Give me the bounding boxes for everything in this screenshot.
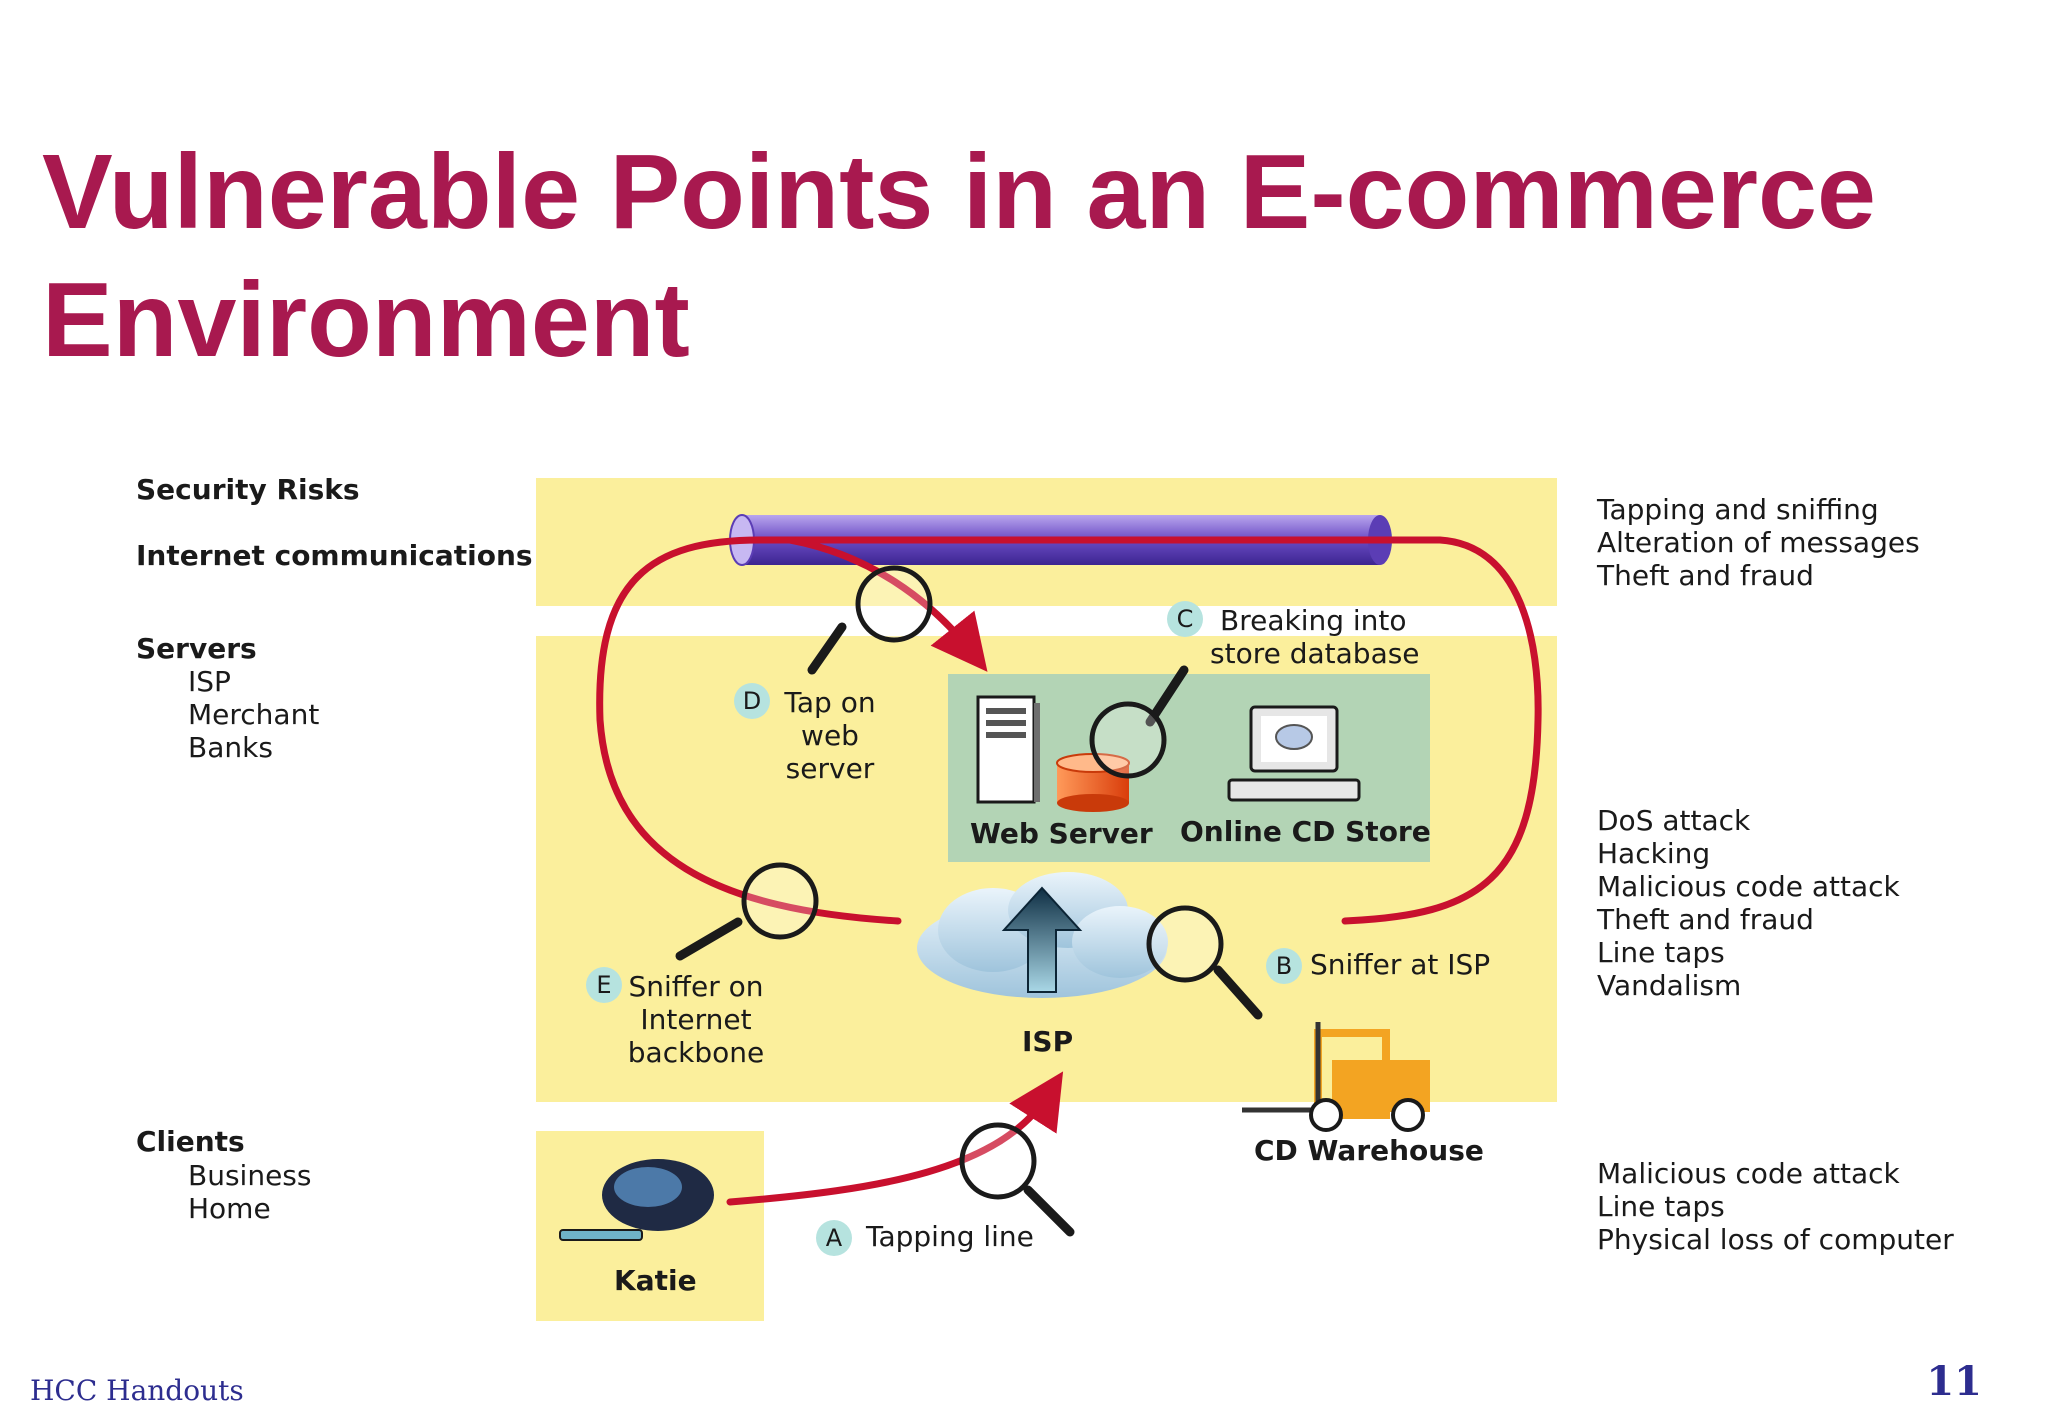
servers-item-isp: ISP [188, 665, 231, 698]
client-name-label: Katie [614, 1264, 697, 1297]
internet-risk-list: Tapping and sniffing Alteration of messa… [1597, 493, 1920, 592]
magnifier-icon [1146, 905, 1263, 1020]
footer-source: HCC Handouts [30, 1374, 244, 1407]
title-line-2: Environment [42, 261, 690, 379]
point-a-label: Tapping line [866, 1220, 1034, 1253]
point-a-marker: A [816, 1220, 852, 1256]
point-d-marker: D [734, 683, 770, 719]
magnifier-icon [675, 862, 819, 961]
title-line-1: Vulnerable Points in an E-commerce [42, 133, 1876, 251]
desktop-computer-icon [1227, 705, 1361, 802]
point-e-marker: E [586, 967, 622, 1003]
clients-label: Clients [136, 1125, 245, 1158]
client-risk-list: Malicious code attack Line taps Physical… [1597, 1157, 1954, 1256]
servers-item-banks: Banks [188, 731, 273, 764]
point-b-marker: B [1266, 948, 1302, 984]
risk-item: Theft and fraud [1597, 559, 1814, 592]
risk-item: DoS attack [1597, 804, 1751, 837]
point-c-label-line-1: Breaking into [1220, 604, 1407, 637]
internet-communications-label: Internet communications [136, 539, 533, 572]
magnifier-icon [959, 1122, 1075, 1237]
point-d-label-line-1: Tap on [784, 686, 876, 719]
point-b-label: Sniffer at ISP [1310, 948, 1491, 981]
server-risk-list: DoS attack Hacking Malicious code attack… [1597, 804, 1900, 1002]
security-risks-heading: Security Risks [136, 473, 360, 506]
risk-item: Tapping and sniffing [1597, 493, 1879, 526]
magnifier-icon [807, 565, 933, 675]
tower-server-icon [976, 695, 1040, 804]
online-store-label: Online CD Store [1180, 815, 1431, 848]
laptop-icon [559, 1159, 714, 1241]
point-e-label-line-3: backbone [627, 1036, 765, 1069]
point-c-marker: C [1167, 601, 1203, 637]
risk-item: Physical loss of computer [1597, 1223, 1954, 1256]
forklift-icon [1242, 1022, 1430, 1132]
cd-warehouse-label: CD Warehouse [1254, 1134, 1484, 1167]
data-path [596, 536, 1542, 1206]
point-d-label-line-3: server [785, 752, 875, 785]
page-title: Vulnerable Points in an E-commerce Envir… [42, 128, 2002, 384]
servers-label: Servers [136, 632, 257, 665]
web-server-label: Web Server [970, 817, 1153, 850]
point-c-label-line-2: store database [1210, 637, 1420, 670]
risk-item: Line taps [1597, 936, 1725, 969]
risk-item: Malicious code attack [1597, 870, 1900, 903]
risk-item: Theft and fraud [1597, 903, 1814, 936]
point-e-label-line-2: Internet [640, 1003, 752, 1036]
isp-label: ISP [1022, 1025, 1074, 1058]
risk-item: Malicious code attack [1597, 1157, 1900, 1190]
risk-item: Hacking [1597, 837, 1711, 870]
magnifier-icon [1089, 665, 1189, 779]
point-e-label-line-1: Sniffer on [628, 970, 764, 1003]
up-arrow-icon [1001, 886, 1083, 993]
page-number: 11 [1926, 1358, 1982, 1405]
risk-item: Alteration of messages [1597, 526, 1920, 559]
clients-item-business: Business [188, 1159, 312, 1192]
point-d-label-line-2: web [801, 719, 859, 752]
servers-item-merchant: Merchant [188, 698, 320, 731]
risk-item: Line taps [1597, 1190, 1725, 1223]
clients-item-home: Home [188, 1192, 271, 1225]
risk-item: Vandalism [1597, 969, 1742, 1002]
